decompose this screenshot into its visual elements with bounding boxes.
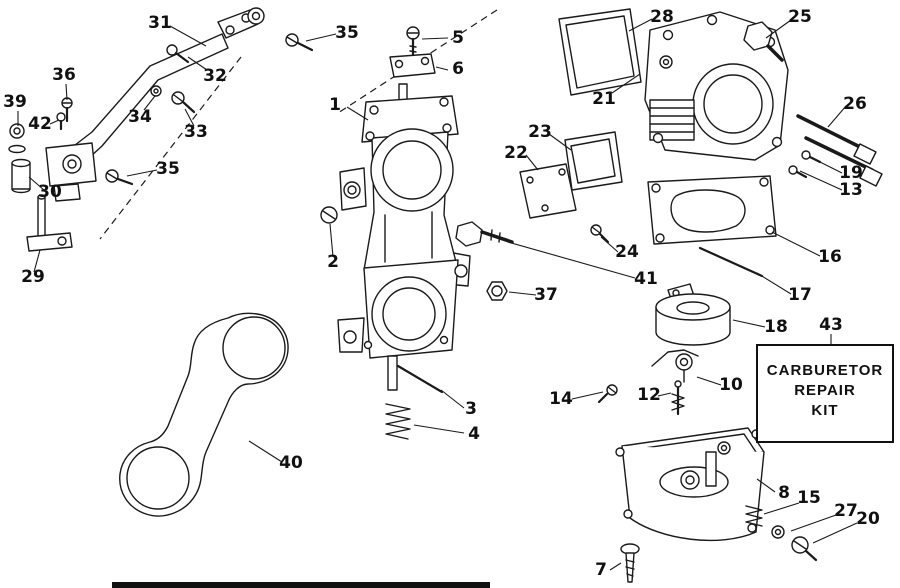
bottom-edge-bar [112,582,490,588]
part-screw-32 [166,44,190,64]
callout-5: 5 [452,28,464,48]
callout-36: 36 [52,65,76,85]
part-nut-37 [486,281,508,301]
callout-10: 10 [719,375,743,395]
callout-15: 15 [797,488,821,508]
part-bolt-25 [743,21,784,62]
callout-18: 18 [764,317,788,337]
part-bolts-26 [796,114,883,187]
part-carburetor-body [337,83,471,391]
repair-kit-box: CARBURETOR REPAIR KIT [756,344,894,443]
callout-21: 21 [592,89,616,109]
part-pin-3 [396,364,444,394]
callout-35-top: 35 [335,23,359,43]
callout-4: 4 [468,424,480,444]
part-washer-34 [150,85,162,97]
part-shaft-bracket-29 [26,194,73,252]
part-screw-13 [788,165,808,179]
callout-32: 32 [203,66,227,86]
callout-39: 39 [3,92,27,112]
callout-26: 26 [843,94,867,114]
callout-43: 43 [819,315,843,335]
callout-2: 2 [327,252,339,272]
callout-14: 14 [549,389,573,409]
callout-25: 25 [788,7,812,27]
part-screw-5 [406,26,420,60]
callout-17: 17 [788,285,812,305]
callout-27: 27 [834,501,858,521]
callout-41: 41 [634,269,658,289]
dashed-divider-lines [99,9,498,240]
callout-42: 42 [28,114,52,134]
callout-labels: 31 35 5 6 28 25 36 32 34 33 39 42 21 26 … [3,7,880,580]
callout-23: 23 [528,122,552,142]
callout-31: 31 [148,13,172,33]
callout-34: 34 [128,107,152,127]
part-pin-17 [698,246,764,278]
callout-8: 8 [778,483,790,503]
callout-1: 1 [329,95,341,115]
part-plate-6 [389,53,436,78]
callout-30: 30 [38,182,62,202]
part-washers-39 [8,123,26,154]
part-bolt-41 [455,221,514,247]
callout-19: 19 [839,163,863,183]
callout-13: 13 [839,180,863,200]
part-screw-20 [791,536,818,562]
part-needle-12 [671,380,685,416]
callout-29: 29 [21,267,45,287]
part-washer-27 [771,525,785,539]
part-screw-33 [171,91,196,114]
callout-12: 12 [637,385,661,405]
callout-24: 24 [615,242,639,262]
repair-kit-line-2: REPAIR [794,382,856,399]
repair-kit-line-1: CARBURETOR [767,362,883,379]
part-screw-42 [56,112,66,131]
callout-16: 16 [818,247,842,267]
repair-kit-line-3: KIT [811,402,838,419]
part-plug-2 [320,206,338,224]
part-lever-arm [45,7,265,202]
part-spring-4 [385,403,411,440]
callout-3: 3 [465,399,477,419]
part-plate-22 [519,163,577,219]
part-spring-15 [745,505,763,527]
part-gasket-40 [119,312,289,517]
callout-22: 22 [504,143,528,163]
leader-lines [17,18,858,571]
part-spacer-30 [11,158,31,194]
callout-33: 33 [184,122,208,142]
part-screw-35-top [285,33,314,52]
part-plate-23 [564,131,623,191]
part-screw-24 [590,224,610,244]
part-screw-14 [597,384,618,404]
part-float-18 [655,283,731,346]
callout-28: 28 [650,7,674,27]
callout-20: 20 [856,509,880,529]
callout-7: 7 [595,560,607,580]
callout-35-left: 35 [156,159,180,179]
callout-40: 40 [279,453,303,473]
part-float-bowl [615,427,765,542]
part-screw-35-left [105,169,134,186]
part-gasket-16 [647,175,777,245]
part-screw-7 [620,543,640,583]
callout-37: 37 [534,285,558,305]
part-needle-seat-10 [651,349,699,383]
callout-6: 6 [452,59,464,79]
part-gasket-28 [558,8,642,96]
